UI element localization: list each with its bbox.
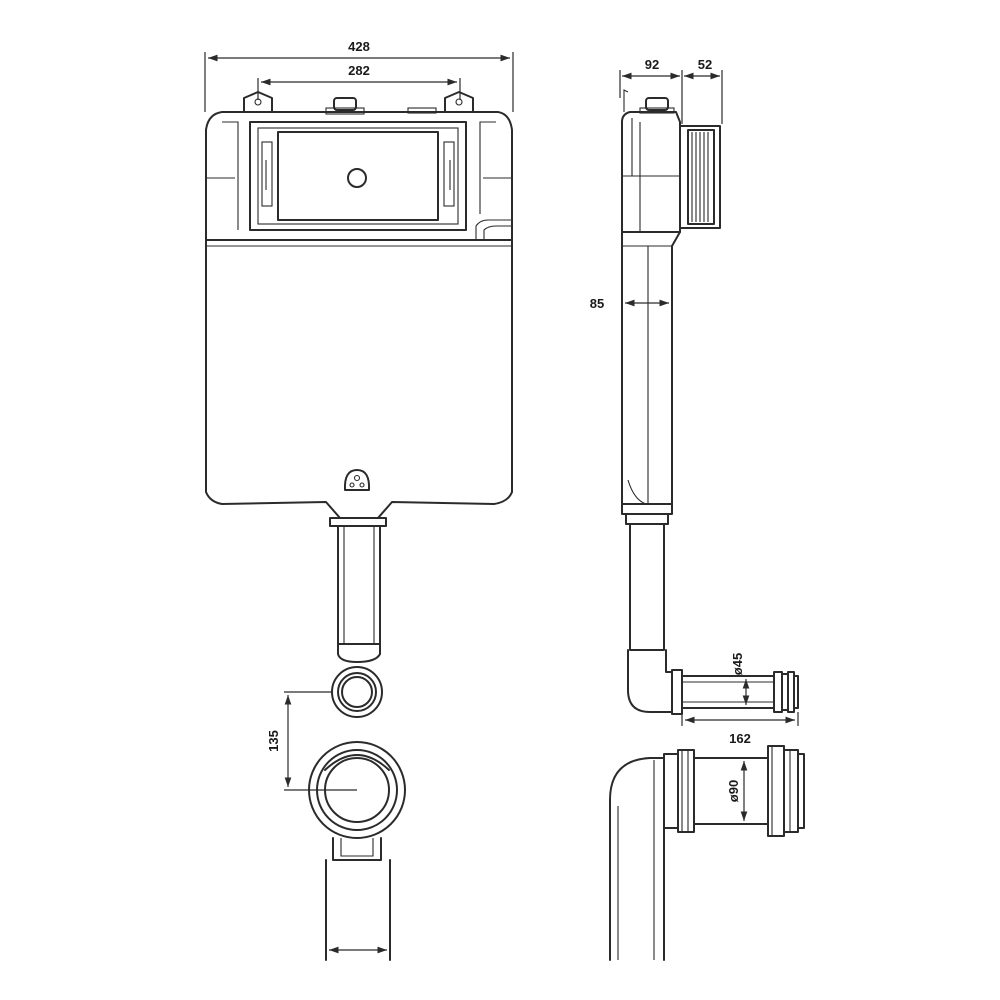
dim-inlet-length: 162: [729, 731, 751, 746]
dim-pipe-depth: 85: [590, 296, 604, 311]
dim-outlet-height: 135: [266, 730, 281, 752]
dim-frame-width: 282: [348, 63, 370, 78]
side-dimensions: 92 52 85 ø45 162 ø90: [590, 57, 799, 821]
front-view: [205, 91, 513, 961]
dim-outlet-diameter: ø90: [726, 780, 741, 802]
dim-overall-width: 428: [348, 39, 370, 54]
dim-inlet-diameter: ø45: [730, 653, 745, 675]
dim-cistern-depth: 92: [645, 57, 659, 72]
dim-panel-depth: 52: [698, 57, 712, 72]
thread-lines: [691, 132, 709, 222]
front-dimensions: 428 282 135: [204, 39, 514, 954]
side-view: [609, 89, 805, 961]
